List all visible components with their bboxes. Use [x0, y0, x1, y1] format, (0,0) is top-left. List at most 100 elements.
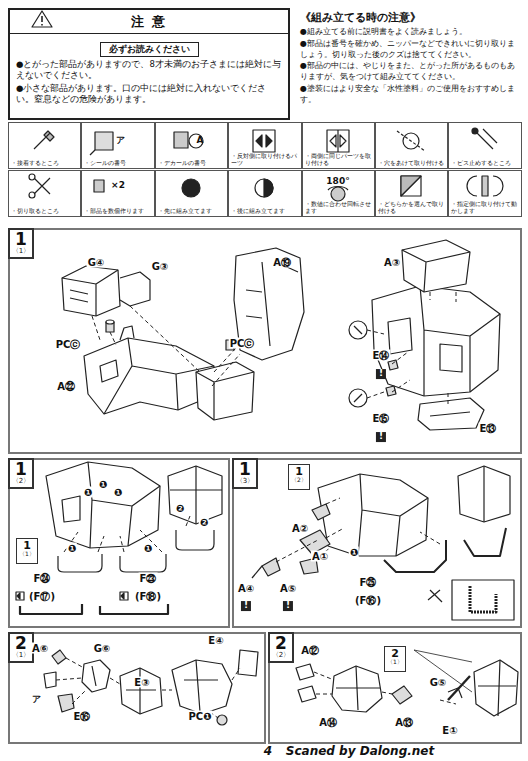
- part-label: E①: [441, 725, 458, 736]
- part-label: G⑤: [429, 677, 448, 688]
- subheading-row: 必ずお読みください: [16, 37, 282, 57]
- symbol-cell: ・接着するところ: [8, 122, 81, 169]
- part-label: A④: [237, 583, 255, 594]
- part-label: G⑥: [93, 643, 112, 654]
- symbol-cell: ・穴をあけて取り付ける: [375, 122, 448, 169]
- part-label: ❶: [143, 543, 153, 554]
- caution-mark: !: [376, 432, 386, 442]
- part-label: (F⑱): [134, 591, 162, 602]
- symbol-caption: ・シールの番号: [84, 160, 151, 167]
- symbol-cell: ・どちらかを選んで取り付ける: [375, 170, 448, 217]
- part-label: PCⓒ: [55, 339, 82, 350]
- part-label: A⑥: [31, 643, 49, 654]
- part-label: E④: [207, 635, 224, 646]
- symbol-caption: ・ビス止めするところ: [451, 160, 518, 167]
- step-number-tab: 2〈2〉: [268, 632, 294, 663]
- symbol-caption: ・数値に合わせ回転させます: [305, 201, 372, 215]
- symbol-caption: ・どちらかを選んで取り付ける: [378, 201, 445, 215]
- symbol-caption: ・後に組み立てます: [231, 208, 298, 215]
- sub-step-number: 〈1〉: [10, 248, 32, 255]
- page-footer: Scaned by Dalong.net: [285, 745, 435, 758]
- symbol-mark: ア: [31, 695, 42, 705]
- symbol-cell: ・両側に同じパーツを取り付ける: [302, 122, 375, 169]
- step-number: 1: [10, 231, 32, 248]
- sub-step-number: 〈1〉: [385, 659, 405, 665]
- part-label: A⑤: [279, 583, 297, 594]
- part-label: E⑯: [73, 711, 92, 722]
- notes-box: 《組み立てる時の注意》●組み立てる前に説明書をよく読みましょう。●部品は番号を確…: [296, 8, 522, 120]
- part-label: ❶: [67, 543, 77, 554]
- step-number-tab: 1〈3〉: [232, 458, 258, 489]
- step-number: 2: [270, 635, 292, 652]
- symbol-caption: ・穴をあけて取り付ける: [378, 160, 445, 167]
- part-label: F㉓: [139, 573, 158, 584]
- symbol-caption: ・先に組み立てます: [158, 208, 225, 215]
- reference-box: 1〈1〉: [16, 538, 38, 564]
- symbol-cell: ・反対側に取り付けるパーツ: [228, 122, 301, 169]
- step-number: 1: [234, 461, 256, 478]
- part-label: A①: [311, 551, 329, 562]
- symbol-cell: ・シールの番号: [81, 122, 154, 169]
- caution-note: ●小さな部品があります。口の中には絶対に入れないでください。窒息などの危険があり…: [16, 83, 282, 106]
- sub-step-number: 〈3〉: [234, 478, 256, 485]
- caution-note: ●とがった部品がありますので、8才未満のお子さまには絶対に与えないでください。: [16, 59, 282, 82]
- symbol-cell: ・ビス止めするところ: [448, 122, 521, 169]
- symbol-caption: ・接着するところ: [11, 160, 78, 167]
- symbol-mark: A: [196, 136, 205, 146]
- symbol-cell: ・指定側に取り付けて動かします: [448, 170, 521, 217]
- sub-step-number: 〈2〉: [10, 478, 32, 485]
- symbol-caption: ・両側に同じパーツを取り付ける: [305, 153, 372, 167]
- part-label: ❶: [83, 487, 93, 498]
- assembly-note: ●部品は番号を確かめ、ニッパーなどできれいに切り取りましょう。切り取った後のクズ…: [300, 39, 518, 61]
- symbol-caption: ・切り取るところ: [11, 208, 78, 215]
- sub-step-number: 〈1〉: [17, 551, 37, 557]
- part-label: (F⑯): [354, 595, 382, 606]
- symbol-caption: ・デカールの番号: [158, 160, 225, 167]
- caution-mark: !: [241, 601, 251, 611]
- step-number: 1: [17, 540, 37, 551]
- page-footer: 4: [263, 745, 273, 758]
- part-label: F㉔: [33, 573, 52, 584]
- part-label: A②: [291, 523, 309, 534]
- symbol-cell: ・後に組み立てます: [228, 170, 301, 217]
- caution-mark: !: [283, 601, 293, 611]
- step-number: 1: [289, 466, 309, 477]
- part-label: ❶: [349, 547, 359, 558]
- part-label: F㉕: [359, 577, 378, 588]
- step-number-tab: 1〈1〉: [8, 228, 34, 259]
- symbol-cell: ・部品を数個作ります: [81, 170, 154, 217]
- part-label: ❶: [113, 487, 123, 498]
- part-label: ❷: [199, 517, 209, 528]
- part-label: PC❶: [187, 711, 212, 722]
- symbol-cell: ・先に組み立てます: [155, 170, 228, 217]
- part-label: E③: [133, 677, 150, 688]
- step-number: 2: [10, 635, 32, 652]
- part-label: G④: [87, 257, 106, 268]
- part-label: A⑭: [318, 717, 338, 728]
- reference-box: 1〈2〉: [288, 464, 310, 490]
- step-number-tab: 1〈2〉: [8, 458, 34, 489]
- symbol-cell: ・デカールの番号: [155, 122, 228, 169]
- sub-step-number: 〈1〉: [10, 652, 32, 659]
- part-label: (F⑰): [28, 591, 56, 602]
- symbol-cell: ・切り取るところ: [8, 170, 81, 217]
- symbol-caption: ・反対側に取り付けるパーツ: [231, 153, 298, 167]
- part-label: ❶: [98, 479, 108, 490]
- part-label: A③: [383, 257, 401, 268]
- symbol-mark: ア: [115, 136, 126, 146]
- step-panel: 1〈1〉: [8, 228, 522, 454]
- symbol-caption: ・部品を数個作ります: [84, 208, 151, 215]
- caution-mark: !: [376, 369, 386, 379]
- caution-heading: 注 意: [10, 10, 288, 34]
- part-label: E⑮: [372, 413, 391, 424]
- part-label: A⑫: [300, 645, 320, 656]
- part-label: G③: [151, 261, 170, 272]
- part-label: ❷: [175, 503, 185, 514]
- step-number: 1: [10, 461, 32, 478]
- assembly-note: ●組み立てる前に説明書をよく読みましょう。: [300, 27, 518, 38]
- part-label: A⑬: [394, 717, 414, 728]
- part-label: PCⓒ: [229, 338, 256, 349]
- assembly-note: ●塗装にはより安全な「水性塗料」のご使用をおすすめします。: [300, 84, 518, 106]
- symbol-mark: 180°: [325, 177, 350, 187]
